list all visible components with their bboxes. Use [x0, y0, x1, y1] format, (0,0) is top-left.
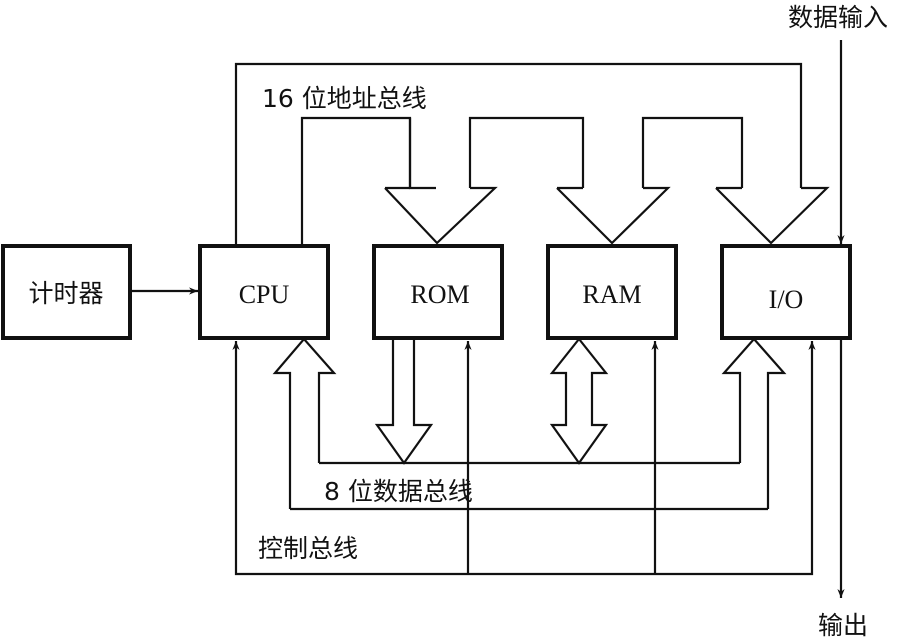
control-bus-line	[232, 341, 816, 576]
ram-label: RAM	[582, 280, 641, 309]
data-input-label: 数据输入	[788, 3, 888, 32]
io-data-arrow	[721, 337, 787, 509]
rom-block	[372, 244, 504, 340]
address-bus-path	[300, 116, 436, 245]
address-bus-label: 16 位地址总线	[262, 84, 427, 113]
io-label: I/O	[769, 285, 804, 314]
rom-data-arrow	[374, 339, 434, 465]
rom-address-arrow	[384, 186, 498, 245]
io-address-arrow	[715, 186, 830, 245]
timer-block	[1, 244, 132, 340]
control-top-line	[234, 62, 803, 245]
ram-block	[546, 244, 678, 340]
cpu-label: CPU	[239, 280, 290, 309]
cpu-block	[198, 244, 330, 340]
address-bus-ram-io	[641, 116, 744, 188]
rom-label: ROM	[410, 280, 469, 309]
address-bus-rom-ram	[468, 116, 585, 188]
control-bus-label: 控制总线	[258, 534, 358, 563]
io-block	[720, 244, 852, 340]
timer-label: 计时器	[28, 279, 103, 308]
output-label: 输出	[818, 611, 868, 640]
data-bus-label: 8 位数据总线	[324, 477, 473, 506]
ram-address-arrow	[556, 186, 671, 245]
ram-data-arrow	[549, 337, 609, 465]
